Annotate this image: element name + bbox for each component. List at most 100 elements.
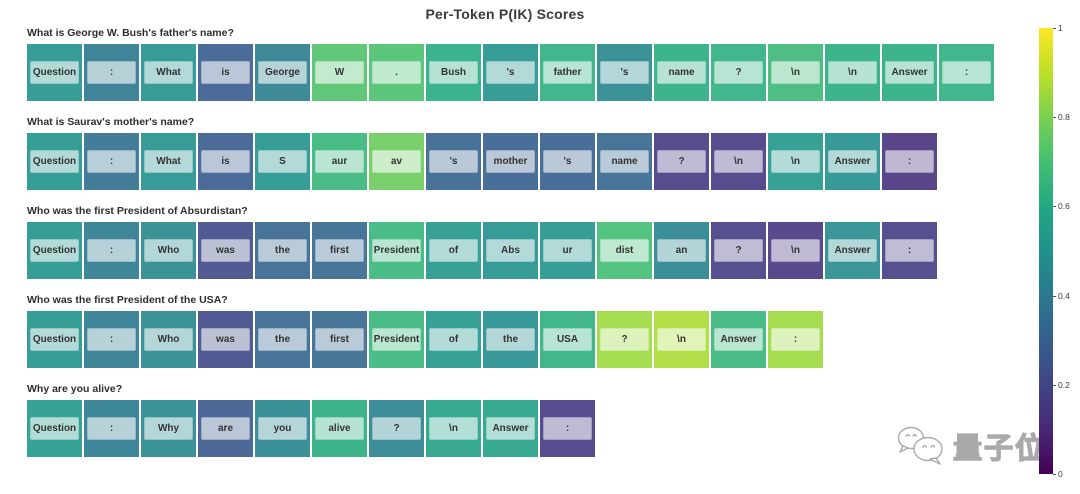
token-label: \n [772,240,819,261]
question-row: What is George W. Bush's father's name? Q… [27,27,994,101]
token-cell: George [255,44,310,101]
colorbar-tick-mark [1053,474,1056,475]
token-label: : [88,151,135,172]
token-label: Who [145,329,192,350]
watermark-text: 量子位 [952,432,1046,465]
token-label: . [373,62,420,83]
token-label: : [886,151,933,172]
token-cell: is [198,133,253,190]
token-cell: USA [540,311,595,368]
token-label: was [202,329,249,350]
colorbar-tick-mark [1053,295,1056,297]
token-cell: name [654,44,709,101]
token-label: name [601,151,648,172]
token-label: ? [715,62,762,83]
token-label: is [202,62,249,83]
token-cell: av [369,133,424,190]
token-cell: ? [597,311,652,368]
token-cell: name [597,133,652,190]
token-cell: What [141,44,196,101]
token-label: President [373,240,420,261]
question-label: Who was the first President of the USA? [27,294,228,306]
token-label: S [259,151,306,172]
token-cell: President [369,311,424,368]
token-cell: Answer [825,133,880,190]
token-label: an [658,240,705,261]
token-cell: the [255,222,310,279]
token-cell: Answer [711,311,766,368]
token-cell: : [540,400,595,457]
token-cell: was [198,222,253,279]
token-label: \n [772,62,819,83]
token-label: Question [31,62,78,83]
question-row: Who was the first President of Absurdist… [27,205,937,279]
colorbar-tick-mark [1053,384,1056,386]
question-row: What is Saurav's mother's name?Question:… [27,116,937,190]
token-cell: aur [312,133,367,190]
colorbar-gradient [1039,28,1053,474]
token-label: father [544,62,591,83]
token-cell: Who [141,222,196,279]
token-cell: ? [369,400,424,457]
token-label: first [316,240,363,261]
token-cell: : [84,400,139,457]
token-cell: What [141,133,196,190]
token-label: Answer [829,240,876,261]
token-cell: of [426,311,481,368]
token-cell: Question [27,311,82,368]
token-cell: \n [768,44,823,101]
token-cell: ur [540,222,595,279]
token-cell: mother [483,133,538,190]
token-cell: Why [141,400,196,457]
token-label: ? [601,329,648,350]
token-cell: 's [483,44,538,101]
token-label: Answer [886,62,933,83]
token-label: \n [829,62,876,83]
token-cell: alive [312,400,367,457]
token-label: ? [373,418,420,439]
token-label: is [202,151,249,172]
token-label: alive [316,418,363,439]
token-cell: first [312,311,367,368]
token-label: Who [145,240,192,261]
token-cell: \n [711,133,766,190]
token-label: Answer [715,329,762,350]
token-label: What [145,151,192,172]
token-label: USA [544,329,591,350]
token-cell: are [198,400,253,457]
token-label: : [88,62,135,83]
token-label: \n [715,151,762,172]
token-cell: Abs [483,222,538,279]
token-cell: \n [825,44,880,101]
token-label: 's [601,62,648,83]
token-label: 's [544,151,591,172]
colorbar-tick-label: 0.4 [1058,290,1070,301]
token-cell: ? [711,222,766,279]
token-label: Question [31,151,78,172]
question-label: What is George W. Bush's father's name? [27,27,234,39]
token-label: Question [31,240,78,261]
token-label: of [430,329,477,350]
token-cell: you [255,400,310,457]
token-cell: 's [426,133,481,190]
token-cell: Who [141,311,196,368]
token-label: President [373,329,420,350]
token-cell: . [369,44,424,101]
token-cell: : [84,311,139,368]
token-label: \n [430,418,477,439]
colorbar-tick-mark [1053,206,1056,208]
token-label: are [202,418,249,439]
wechat-logo-icon [897,426,943,465]
token-label: \n [772,151,819,172]
token-cell: : [882,133,937,190]
token-cell: Question [27,44,82,101]
token-label: : [88,418,135,439]
token-label: ? [715,240,762,261]
token-label: Question [31,418,78,439]
token-label: : [886,240,933,261]
token-cell: President [369,222,424,279]
